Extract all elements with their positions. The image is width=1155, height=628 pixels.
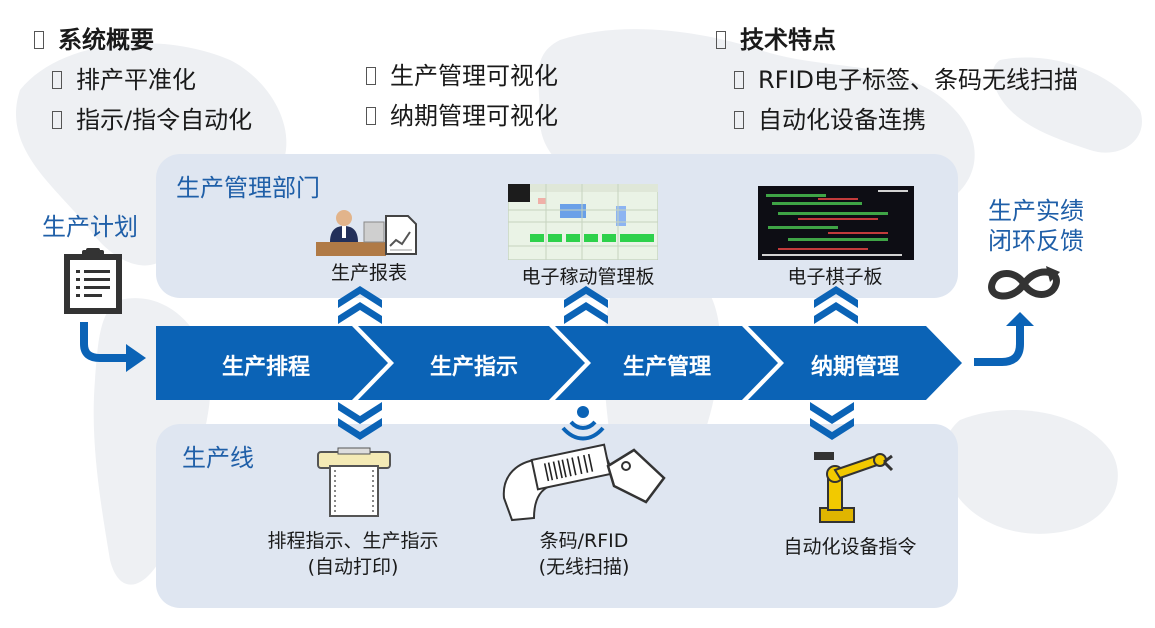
automation-caption: 自动化设备指令 [783,536,917,558]
flow-step-label: 生产指示 [429,355,518,380]
features-item: 自动化设备连携 [734,100,926,135]
barcode-scanner-icon [502,443,612,522]
bullet-box-icon [716,31,726,49]
person-at-desk-icon [316,210,386,256]
management-panel-title: 生产管理部门 [176,174,320,202]
production-line-panel-title: 生产线 [182,444,254,472]
operation-board-caption: 电子稼动管理板 [521,266,655,288]
flow-step-label: 生产管理 [622,355,711,380]
overview-item: 生产管理可视化 [366,56,558,91]
flow-step-label: 纳期管理 [810,355,899,380]
curved-arrow-icon [974,312,1034,366]
print-caption-line2: (自动打印) [307,556,399,578]
rfid-caption-line2: (无线扫描) [538,556,630,578]
down-chevrons-icon [810,402,854,440]
up-chevrons-icon [338,286,382,324]
bullet-box-icon [734,111,744,129]
printer-icon [317,447,391,517]
bullet-box-icon [34,31,44,49]
flow-step-3-shape [555,326,778,400]
bullet-box-icon [52,71,62,89]
bullet-box-icon [734,71,744,89]
robot-arm-icon [814,452,894,523]
down-chevrons-icon [338,402,382,440]
bullet-box-icon [52,111,62,129]
print-caption-line1: 排程指示、生产指示 [267,530,439,552]
features-heading: 技术特点 [716,20,836,55]
feedback-label-line1: 生产实绩 [988,197,1084,225]
up-chevrons-icon [564,286,608,324]
curved-arrow-icon [80,322,146,372]
flow-step-2-shape [358,326,585,400]
report-chart-icon [385,215,417,255]
report-caption: 生产报表 [330,262,407,284]
dark-board-icon [758,186,914,260]
chess-board-caption: 电子棋子板 [787,266,883,288]
flow-step-4-shape [748,326,962,400]
spreadsheet-board-icon [508,184,658,260]
overview-item: 指示/指令自动化 [52,100,252,135]
flow-arrow [156,326,962,400]
bullet-box-icon [366,67,376,85]
bullet-box-icon [366,107,376,125]
overview-item: 排产平准化 [52,60,196,95]
tag-icon [606,448,666,504]
feedback-label-line2: 闭环反馈 [988,227,1084,255]
up-chevrons-icon [814,286,858,324]
rfid-signal-icon [561,406,605,441]
clipboard-icon [64,248,122,314]
loop-icon [988,266,1060,300]
flow-step-1-shape [156,326,388,400]
features-item: RFID电子标签、条码无线扫描 [734,60,1078,95]
plan-label: 生产计划 [42,213,138,241]
overview-item: 纳期管理可视化 [366,96,558,131]
rfid-caption-line1: 条码/RFID [539,530,629,552]
flow-step-label: 生产排程 [221,355,310,380]
overview-heading: 系统概要 [34,20,154,55]
